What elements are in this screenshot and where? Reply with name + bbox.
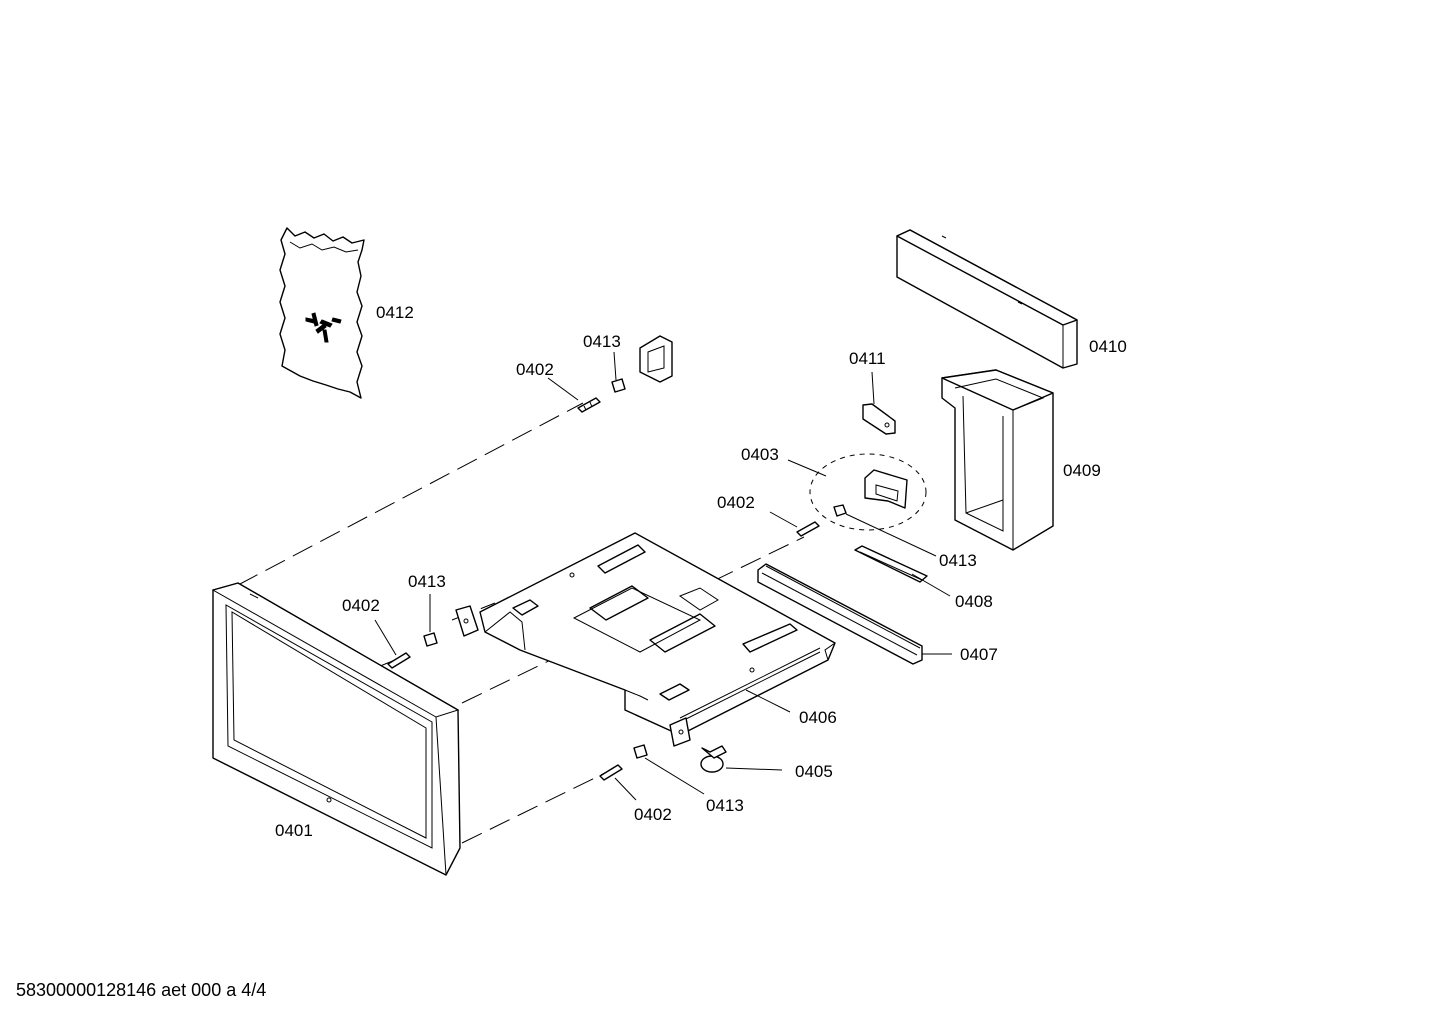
- label-0402-top: 0402: [516, 360, 554, 379]
- small-plate-part: [862, 403, 896, 435]
- fixture-part-bottom: [633, 744, 648, 759]
- small-rail-part: [854, 545, 928, 583]
- clip-part-right: [796, 521, 820, 537]
- clip-part-bottom: [599, 764, 623, 781]
- label-0411: 0411: [849, 349, 886, 368]
- label-0413-right: 0413: [939, 551, 977, 570]
- label-0402-left: 0402: [342, 596, 380, 615]
- trim-strip-part: [896, 229, 1078, 369]
- document-id: 58300000128146 aet 000 a 4/4: [16, 980, 267, 1000]
- label-0413-top: 0413: [583, 332, 621, 351]
- fixture-part-top: [611, 335, 673, 393]
- knob-part: [700, 745, 727, 773]
- leader-lines: [374, 351, 952, 801]
- label-0405: 0405: [795, 762, 833, 781]
- front-frame-part: [211, 582, 461, 876]
- box-frame-part: [941, 369, 1054, 551]
- label-0407: 0407: [960, 645, 998, 664]
- label-0402-right: 0402: [717, 493, 755, 512]
- label-0406: 0406: [799, 708, 837, 727]
- label-0401: 0401: [275, 821, 313, 840]
- screw-bag-part: [279, 227, 365, 399]
- base-plate-part: [455, 532, 836, 747]
- label-0408: 0408: [955, 592, 993, 611]
- screws-icon: [305, 312, 342, 343]
- fixture-part-left: [423, 632, 438, 647]
- label-0413-left: 0413: [408, 572, 446, 591]
- label-0403: 0403: [741, 445, 779, 464]
- label-0402-bottom: 0402: [634, 805, 672, 824]
- clip-part-left: [387, 652, 411, 669]
- label-0413-bottom: 0413: [706, 796, 744, 815]
- clip-part-top: [577, 397, 601, 413]
- label-0410: 0410: [1089, 337, 1127, 356]
- part-labels: 0412 0413 0402 0410 0411 0403 0409 0402 …: [275, 303, 1127, 840]
- label-0409: 0409: [1063, 461, 1101, 480]
- label-0412: 0412: [376, 303, 414, 322]
- long-rail-part: [757, 563, 923, 665]
- bracket-assembly-part: [809, 453, 927, 531]
